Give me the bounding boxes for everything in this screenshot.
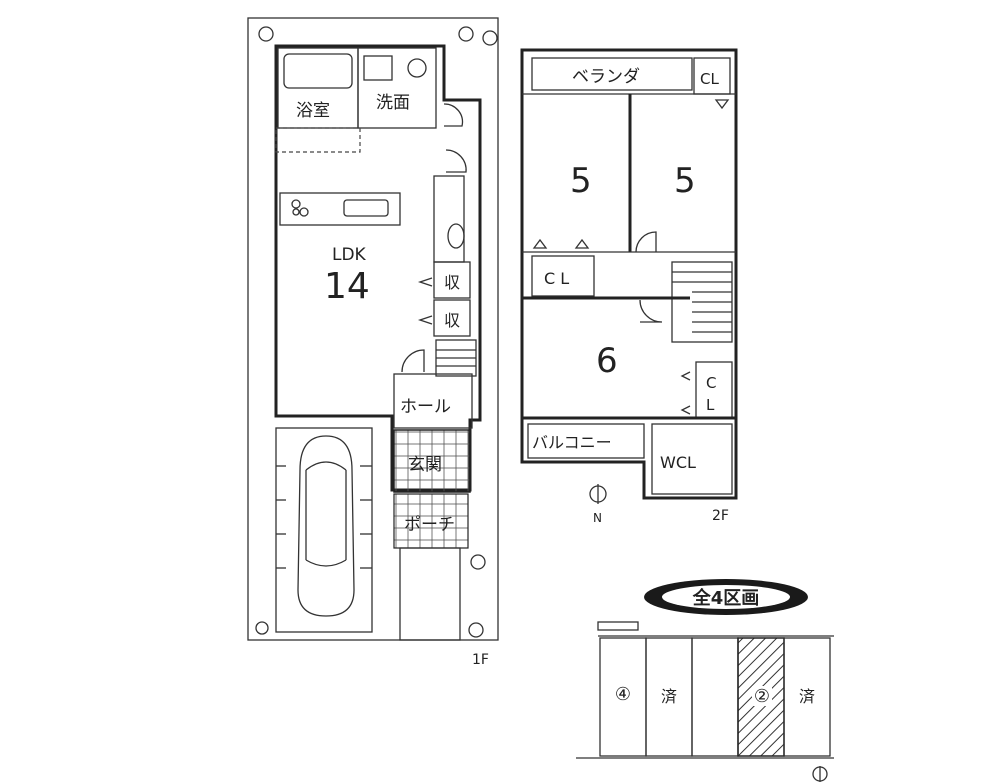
washroom <box>357 47 437 129</box>
floor-2-plan: ベランダ CL 5 5 C L 6 C L バルコニー WCL 2F N <box>520 48 738 525</box>
porch-label: ポーチ <box>404 515 455 535</box>
kitchen-sink-icon <box>343 199 389 217</box>
kitchen-counter <box>279 192 401 226</box>
site-lot-road <box>691 637 739 757</box>
hall <box>393 373 473 429</box>
sink-icon <box>407 58 427 78</box>
house-outline-2f <box>520 48 738 500</box>
lot-mark-sold-2: 済 <box>799 687 815 706</box>
bedroom-left-size: 5 <box>570 161 592 201</box>
site-lot-sold-2 <box>783 637 831 757</box>
lot-mark-4: ④ <box>615 684 631 705</box>
storage-a-label: 収 <box>444 273 460 292</box>
lot-boundary-1f <box>247 17 499 641</box>
closet-side-label-c: C <box>706 374 716 392</box>
floor-1-plan: 浴室 洗面 LDK 14 収 収 ホール 玄関 ポーチ 1F <box>247 17 499 668</box>
porch <box>393 493 469 549</box>
bedroom-right-size: 5 <box>674 161 696 201</box>
lot-mark-2: ② <box>754 686 770 707</box>
path-walkway <box>399 547 461 641</box>
closet-mid <box>531 255 595 297</box>
washroom-label: 洗面 <box>376 93 410 113</box>
storage-b-label: 収 <box>444 311 460 330</box>
wcl-label: WCL <box>660 453 696 472</box>
stairs-2f <box>671 261 733 343</box>
bedroom-bottom-size: 6 <box>596 341 618 381</box>
hall-label: ホール <box>400 397 451 417</box>
ldk-size: 14 <box>324 266 370 307</box>
stairs-1f <box>435 339 477 377</box>
door-icon <box>443 103 464 127</box>
stove-icon <box>291 199 301 209</box>
car-icon <box>297 435 355 617</box>
site-lot-2 <box>737 637 785 757</box>
lot-mark-sold-1: 済 <box>661 687 677 706</box>
closet-top-label: CL <box>700 70 719 88</box>
veranda <box>531 57 693 91</box>
site-banner: 全4区画 <box>692 587 760 609</box>
closet-mid-label: C L <box>544 269 569 288</box>
floor-2-label: 2F <box>712 508 729 524</box>
walk-in-closet <box>651 423 733 495</box>
compass-label: N <box>593 511 602 525</box>
site-compass-icon <box>812 766 828 782</box>
balcony-label: バルコニー <box>532 433 612 452</box>
parking-space <box>275 427 373 633</box>
bath-label: 浴室 <box>296 101 330 121</box>
tree-icon <box>255 26 498 638</box>
bathtub-icon <box>283 53 353 89</box>
site-plan: 全4区画 ④ 済 ② 済 <box>576 579 834 782</box>
house-outline-1f <box>274 44 482 492</box>
compass-icon <box>589 484 607 504</box>
veranda-label: ベランダ <box>572 67 640 87</box>
toilet-room <box>433 175 465 263</box>
toilet-icon <box>447 223 465 249</box>
closet-side-label-l: L <box>706 396 715 414</box>
storage-a <box>433 261 471 299</box>
entrance-label: 玄関 <box>408 455 442 475</box>
floor-1-label: 1F <box>472 652 489 668</box>
washing-machine-icon <box>363 55 393 81</box>
storage-b <box>433 299 471 337</box>
balcony <box>527 423 645 459</box>
ldk-label: LDK <box>332 245 367 265</box>
entrance <box>393 429 471 493</box>
